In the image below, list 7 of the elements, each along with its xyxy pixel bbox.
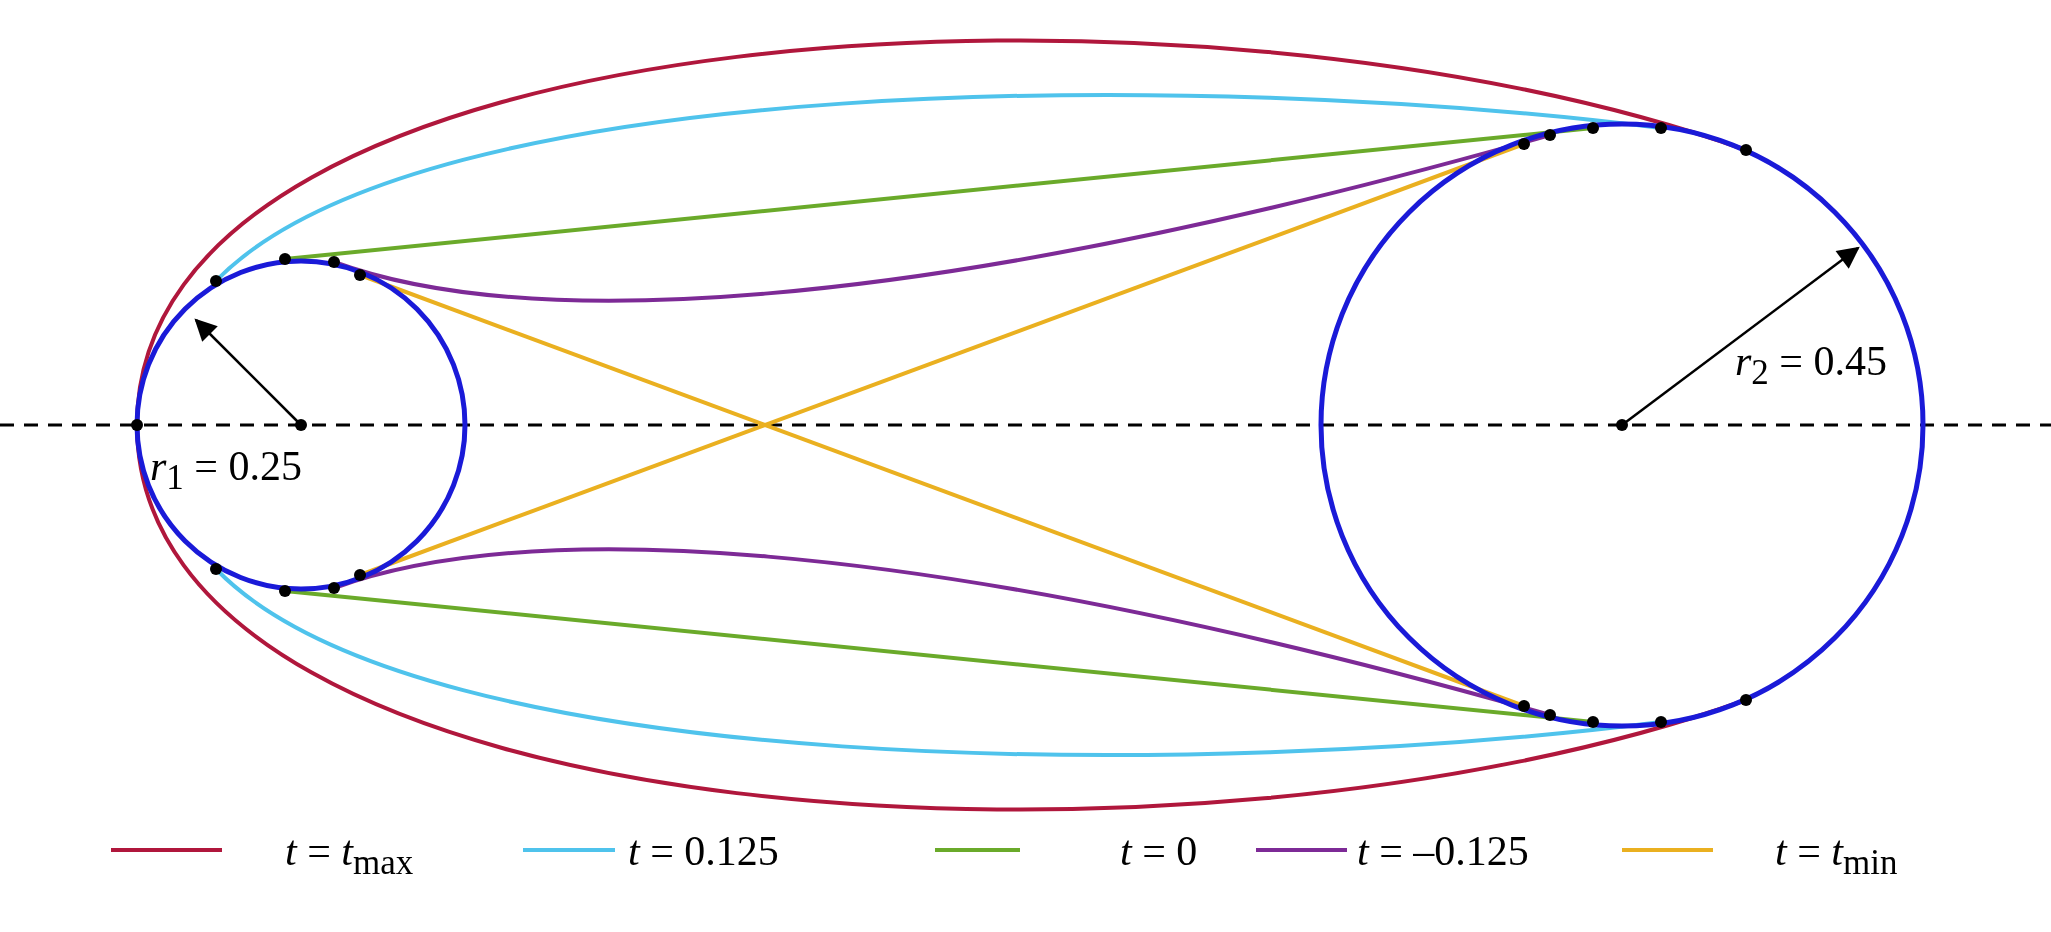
legend-label: t = t$_{min}$ <box>1775 830 1898 881</box>
legend-label: t = t$_{max}$ <box>285 830 414 881</box>
legend-label: t = 0 <box>1120 830 1198 872</box>
radius-label: r$_{2}$ = 0.45 <box>1735 340 1888 391</box>
radius-label: r$_{1}$ = 0.25 <box>150 445 303 496</box>
legend-label: t = –0.125 <box>1357 830 1529 872</box>
legend-label: t = 0.125 <box>628 830 779 872</box>
